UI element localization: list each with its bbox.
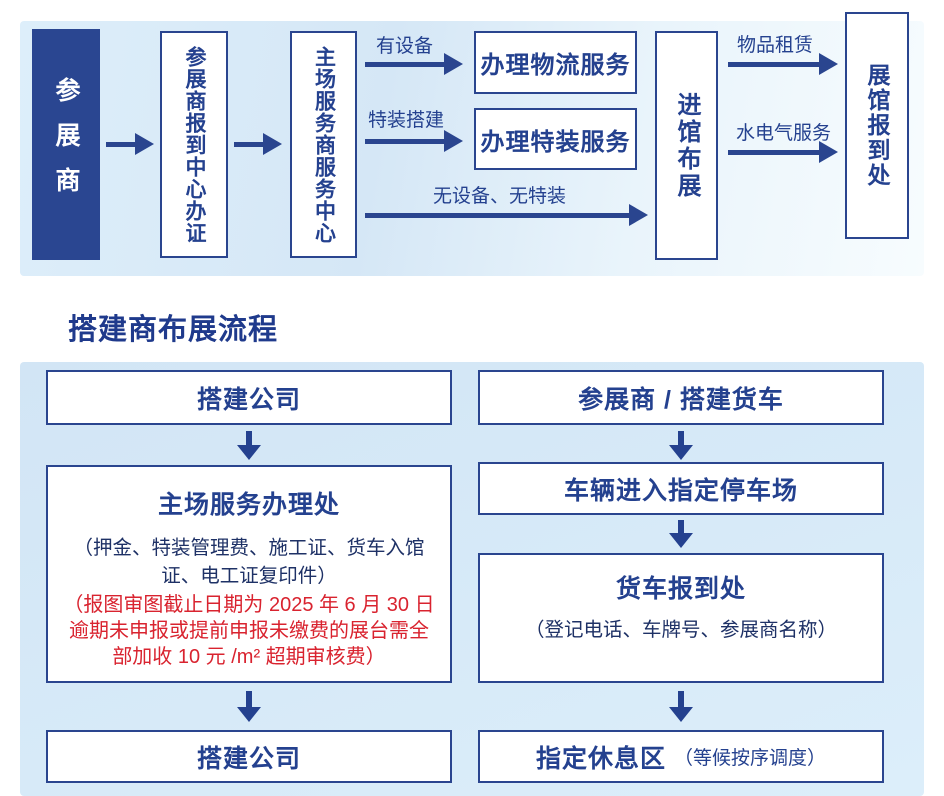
flow-box-checkin-center-label: 参展商报到中心办证 xyxy=(183,45,206,244)
builder-box-truck-checkin: 货车报到处 （登记电话、车牌号、参展商名称） xyxy=(478,553,884,683)
builder-box-main-service-office-title: 主场服务办理处 xyxy=(157,491,340,519)
arrow-stem xyxy=(728,149,819,155)
arrow-special-build xyxy=(365,130,463,152)
builder-box-main-service-office-note: （押金、特装管理费、施工证、货车入馆证、电工证复印件） xyxy=(73,537,425,587)
flow-box-exhibitor: 参展商 xyxy=(32,29,100,260)
arrow-head xyxy=(237,445,261,460)
arrow-stem xyxy=(246,431,252,445)
flow-box-exhibitor-label: 参展商 xyxy=(52,77,80,212)
arrow-head xyxy=(669,707,693,722)
section-title: 搭建商布展流程 xyxy=(68,314,279,346)
flow-box-enter-hall: 进馆布展 xyxy=(655,31,718,260)
arrow-head xyxy=(819,53,838,75)
flow-box-checkin-center: 参展商报到中心办证 xyxy=(160,31,228,258)
builder-box-parking-label: 车辆进入指定停车场 xyxy=(563,476,798,505)
branch-label-rental: 物品租赁 xyxy=(737,35,814,56)
flow-box-service-center-label: 主场服务商服务中心 xyxy=(312,45,336,244)
builder-box-main-service-office-warning: （报图审图截止日期为 2025 年 6 月 30 日逾期未申报或提前申报未缴费的… xyxy=(63,594,435,669)
arrow-stem xyxy=(678,431,684,445)
arrow-head xyxy=(444,53,463,75)
arrow-head xyxy=(819,141,838,163)
builder-box-truck-checkin-title: 货车报到处 xyxy=(615,575,746,603)
arrow-right-1 xyxy=(669,431,693,460)
builder-box-company-top: 搭建公司 xyxy=(46,370,452,425)
arrow-stem xyxy=(678,691,684,707)
arrow-utilities xyxy=(728,141,838,163)
builder-box-rest-area-note: （等候按序调度） xyxy=(674,748,827,769)
arrow-head xyxy=(669,445,693,460)
arrow-left-1 xyxy=(237,431,261,460)
arrow-stem xyxy=(678,520,684,533)
arrow-head xyxy=(237,707,261,722)
arrow-stem xyxy=(365,138,444,144)
flow-box-enter-hall-label: 进馆布展 xyxy=(673,91,700,200)
builder-box-truck-checkin-note: （登记电话、车牌号、参展商名称） xyxy=(524,619,837,641)
flow-box-logistics-label: 办理物流服务 xyxy=(480,52,631,79)
arrow-rental xyxy=(728,53,838,75)
branch-label-no-equipment: 无设备、无特装 xyxy=(433,186,567,207)
builder-box-truck-label: 参展商 / 搭建货车 xyxy=(578,385,784,414)
arrow-right-2 xyxy=(669,520,693,548)
flow-box-service-center: 主场服务商服务中心 xyxy=(290,31,357,258)
flow-box-logistics: 办理物流服务 xyxy=(474,31,637,94)
builder-box-rest-area: 指定休息区 （等候按序调度） xyxy=(478,730,884,783)
branch-label-utilities: 水电气服务 xyxy=(736,123,832,144)
builder-box-company-bottom-label: 搭建公司 xyxy=(196,744,301,773)
builder-box-company-top-label: 搭建公司 xyxy=(196,385,301,414)
arrow-left-2 xyxy=(237,691,261,722)
arrow-stem xyxy=(234,141,263,147)
arrow-stem xyxy=(106,141,135,147)
arrow-exhibitor-to-checkin xyxy=(106,133,154,155)
arrow-stem xyxy=(246,691,252,707)
arrow-stem xyxy=(365,61,444,67)
flow-box-special-service: 办理特装服务 xyxy=(474,108,637,170)
arrow-head xyxy=(135,133,154,155)
arrow-has-equipment xyxy=(365,53,463,75)
builder-box-truck: 参展商 / 搭建货车 xyxy=(478,370,884,425)
flow-box-hall-checkin-label: 展馆报到处 xyxy=(864,63,890,188)
arrow-head xyxy=(629,204,648,226)
branch-label-special-build: 特装搭建 xyxy=(368,110,445,131)
flow-box-hall-checkin: 展馆报到处 xyxy=(845,12,909,239)
branch-label-has-equipment: 有设备 xyxy=(376,36,434,57)
flow-box-special-service-label: 办理特装服务 xyxy=(480,128,631,156)
arrow-stem xyxy=(365,212,629,218)
arrow-head xyxy=(444,130,463,152)
arrow-stem xyxy=(728,61,819,67)
builder-box-rest-area-label: 指定休息区 xyxy=(535,744,666,773)
builder-box-parking: 车辆进入指定停车场 xyxy=(478,462,884,515)
arrow-checkin-to-service xyxy=(234,133,282,155)
arrow-right-3 xyxy=(669,691,693,722)
arrow-head xyxy=(669,533,693,548)
arrow-no-equipment xyxy=(365,204,648,226)
builder-box-company-bottom: 搭建公司 xyxy=(46,730,452,783)
builder-box-main-service-office: 主场服务办理处 （押金、特装管理费、施工证、货车入馆证、电工证复印件） （报图审… xyxy=(46,465,452,683)
arrow-head xyxy=(263,133,282,155)
